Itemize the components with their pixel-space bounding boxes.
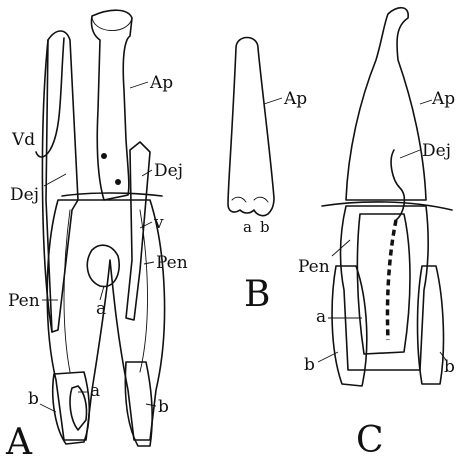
- structure-b-right-c: [418, 266, 444, 384]
- label-ap-c: Ap: [431, 89, 455, 109]
- appendix-c: [346, 8, 426, 200]
- inner-contour-right: [140, 210, 148, 372]
- panel-label-c: C: [356, 420, 384, 461]
- lobe-b-b: [254, 197, 268, 202]
- appendix-cap: [92, 16, 132, 31]
- panel-label-b: B: [244, 274, 270, 315]
- label-a-mid: a: [96, 299, 106, 319]
- leader-ap-c: [420, 100, 432, 104]
- label-ap-b: Ap: [283, 89, 307, 109]
- label-b-b: b: [260, 218, 270, 236]
- structure-a-low: [70, 386, 87, 430]
- appendix-ap: [91, 10, 132, 200]
- ejaculatory-duct-right: [126, 142, 150, 320]
- leader-dej-left: [44, 174, 66, 186]
- label-dej-left: Dej: [10, 185, 39, 205]
- label-b-right: b: [158, 397, 169, 417]
- label-b-right-c: b: [444, 357, 455, 377]
- leader-ap-b: [264, 98, 282, 104]
- ejaculatory-pore-2: [115, 179, 121, 185]
- label-v: v: [153, 213, 164, 233]
- label-b-left-c: b: [304, 355, 315, 375]
- structure-b-left-c: [332, 266, 367, 386]
- label-pen-c: Pen: [298, 257, 330, 277]
- panel-a: Ap Vd Dej Dej v Pen Pen a a b b A: [5, 10, 188, 463]
- ejaculatory-pore-1: [101, 153, 107, 159]
- label-pen-left: Pen: [8, 291, 40, 311]
- leader-ap: [130, 82, 148, 88]
- leader-a-mid: [100, 286, 104, 300]
- label-a-low: a: [90, 381, 100, 401]
- panel-label-a: A: [5, 422, 33, 463]
- label-a-c: a: [316, 307, 326, 327]
- panel-c: Ap Dej Pen a b b C: [298, 8, 455, 461]
- structure-a-c: [357, 214, 410, 354]
- label-dej-right: Dej: [154, 161, 183, 181]
- ejaculatory-duct-c: [391, 150, 404, 220]
- leader-pen-right: [144, 262, 154, 264]
- vas-deferens-hook: [36, 38, 64, 157]
- structure-a-mid: [87, 245, 119, 286]
- label-a-b: a: [243, 218, 252, 236]
- leader-dej-c: [400, 150, 420, 158]
- label-ap-a: Ap: [149, 73, 173, 93]
- label-b-left: b: [28, 389, 39, 409]
- leader-dej-right: [142, 170, 152, 176]
- panel-b: Ap a b B: [228, 38, 307, 316]
- lobe-a-b: [232, 197, 246, 202]
- label-pen-right: Pen: [156, 253, 188, 273]
- label-dej-c: Dej: [422, 141, 451, 161]
- label-vd: Vd: [11, 130, 35, 150]
- appendix-b: [228, 38, 274, 216]
- ejaculatory-channel-c: [387, 220, 396, 340]
- penis-body-c: [341, 206, 429, 370]
